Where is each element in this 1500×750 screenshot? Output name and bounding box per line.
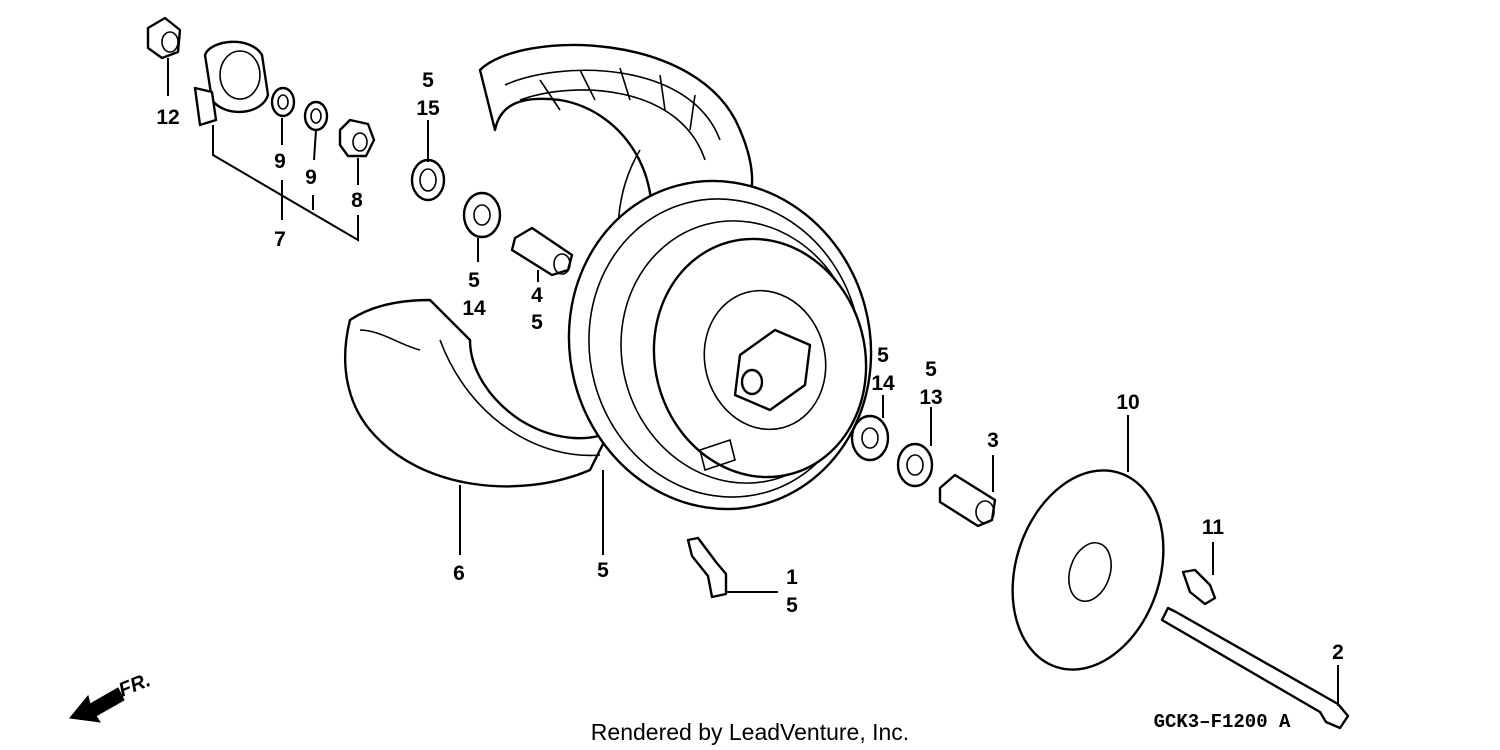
callout-9-b[interactable]: 9 bbox=[305, 166, 317, 189]
callout-1-qty[interactable]: 5 bbox=[786, 594, 798, 617]
callout-14-left-qty[interactable]: 5 bbox=[468, 269, 480, 292]
wheel-rim[interactable] bbox=[532, 147, 907, 543]
callout-1[interactable]: 1 bbox=[786, 566, 798, 589]
callout-12[interactable]: 12 bbox=[156, 106, 179, 129]
front-direction-indicator: FR. bbox=[69, 669, 154, 723]
callout-14-left[interactable]: 14 bbox=[462, 297, 486, 320]
callout-15[interactable]: 15 bbox=[416, 97, 440, 120]
side-collar-3[interactable] bbox=[938, 473, 997, 528]
oil-seal-13[interactable] bbox=[896, 442, 934, 488]
dust-seal-b[interactable] bbox=[303, 100, 329, 132]
direction-label: FR. bbox=[116, 669, 154, 701]
render-credit: Rendered by LeadVenture, Inc. bbox=[591, 719, 909, 745]
diagram-code: GCK3–F1200 A bbox=[1154, 711, 1291, 733]
dust-seal-a[interactable] bbox=[270, 86, 296, 118]
cap-nut[interactable] bbox=[146, 16, 182, 60]
callout-14-right-qty[interactable]: 5 bbox=[877, 344, 889, 367]
callout-14-right[interactable]: 14 bbox=[871, 372, 895, 395]
bearing-14-right[interactable] bbox=[850, 414, 890, 462]
callout-15-qty[interactable]: 5 bbox=[422, 69, 434, 92]
callout-4-qty[interactable]: 5 bbox=[531, 311, 543, 334]
callout-2[interactable]: 2 bbox=[1332, 641, 1344, 664]
arrow-left-down-icon bbox=[69, 687, 125, 723]
speedometer-gearbox[interactable] bbox=[193, 40, 270, 127]
axle-2[interactable] bbox=[1160, 606, 1350, 730]
callout-4[interactable]: 4 bbox=[531, 284, 543, 307]
brake-disc-10[interactable] bbox=[988, 451, 1188, 690]
callout-9-a[interactable]: 9 bbox=[274, 150, 286, 173]
callout-8[interactable]: 8 bbox=[351, 189, 363, 212]
callout-11[interactable]: 11 bbox=[1202, 516, 1225, 539]
bearing-14-left[interactable] bbox=[462, 191, 502, 239]
callout-6[interactable]: 6 bbox=[453, 562, 465, 585]
disc-bolt-11[interactable] bbox=[1181, 568, 1217, 606]
callout-10[interactable]: 10 bbox=[1116, 391, 1139, 414]
callout-labels: 12 9 9 8 7 5 15 5 14 4 5 5 14 5 13 3 10 … bbox=[156, 69, 1344, 664]
callout-5-rim[interactable]: 5 bbox=[597, 559, 609, 582]
oil-seal-15[interactable] bbox=[410, 158, 446, 202]
callout-7[interactable]: 7 bbox=[274, 228, 286, 251]
callout-3[interactable]: 3 bbox=[987, 429, 999, 452]
air-valve-1[interactable] bbox=[686, 536, 728, 599]
callout-13[interactable]: 13 bbox=[919, 386, 942, 409]
leader-lines bbox=[167, 58, 1339, 706]
callout-13-qty[interactable]: 5 bbox=[925, 358, 937, 381]
distance-collar-4[interactable] bbox=[510, 226, 574, 277]
gear-retainer[interactable] bbox=[338, 118, 376, 158]
